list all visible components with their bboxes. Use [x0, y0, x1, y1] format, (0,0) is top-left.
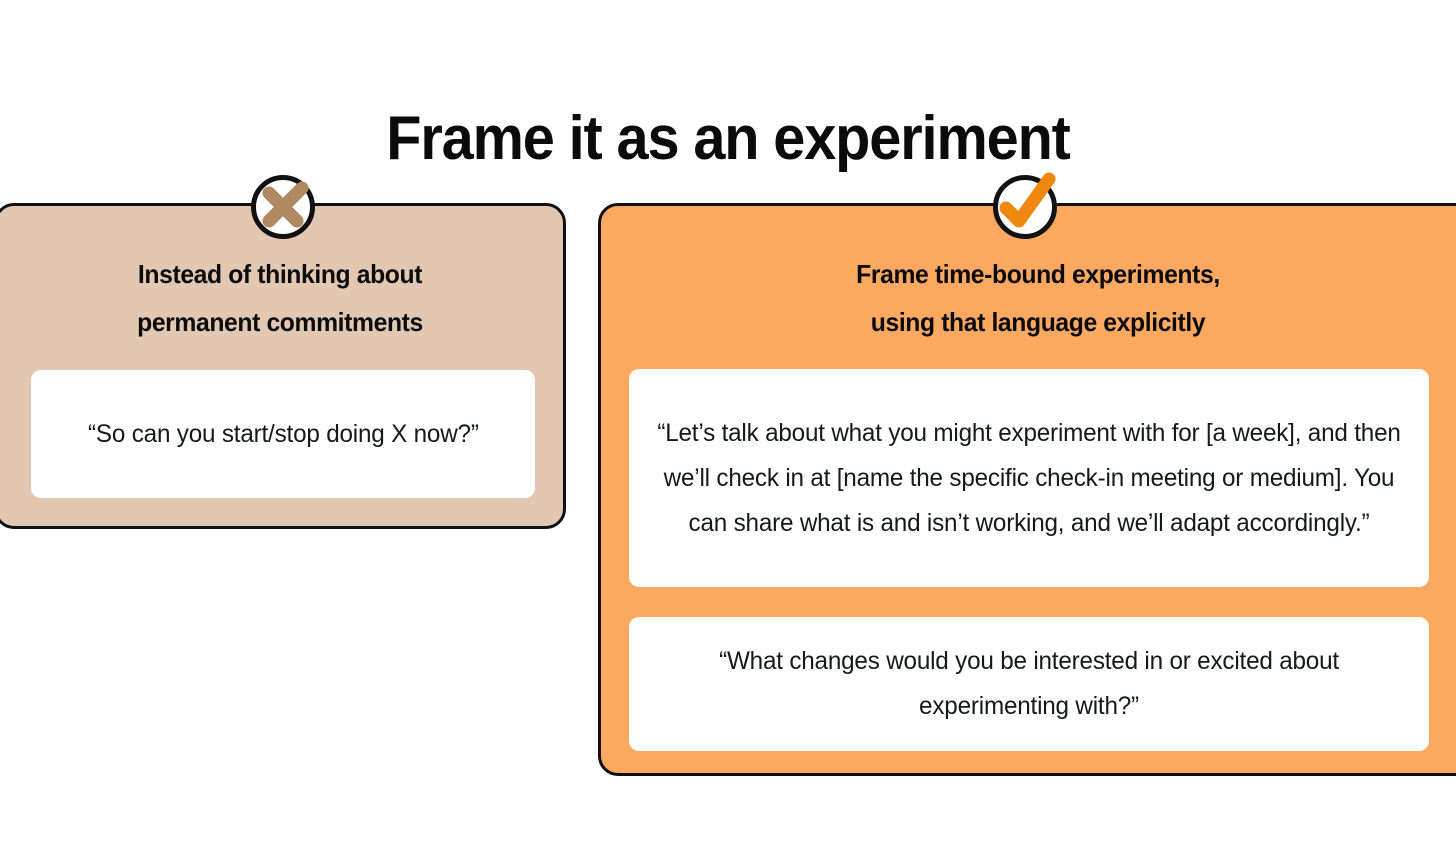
positive-quote-box-1: “Let’s talk about what you might experim… — [629, 369, 1429, 587]
negative-heading-line-2: permanent commitments — [137, 307, 423, 337]
positive-heading-line-2: using that language explicitly — [870, 307, 1206, 337]
positive-quote-text-1: “Let’s talk about what you might experim… — [657, 418, 1401, 537]
positive-quote-box-2: “What changes would you be interested in… — [629, 617, 1429, 751]
negative-quote-box: “So can you start/stop doing X now?” — [31, 370, 535, 498]
positive-example-card: Frame time-bound experiments, using that… — [598, 203, 1456, 776]
negative-quote-text: “So can you start/stop doing X now?” — [87, 419, 479, 448]
page-title: Frame it as an experiment — [386, 103, 1071, 173]
positive-quote-text-2: “What changes would you be interested in… — [719, 647, 1339, 720]
positive-heading-line-1: Frame time-bound experiments, — [856, 259, 1220, 289]
negative-card-heading: Instead of thinking about permanent comm… — [11, 206, 549, 346]
check-mark-icon — [992, 172, 1058, 240]
x-mark-icon — [250, 174, 316, 240]
positive-card-heading: Frame time-bound experiments, using that… — [623, 206, 1453, 346]
negative-heading-line-1: Instead of thinking about — [137, 259, 423, 289]
negative-example-card: Instead of thinking about permanent comm… — [0, 203, 566, 529]
